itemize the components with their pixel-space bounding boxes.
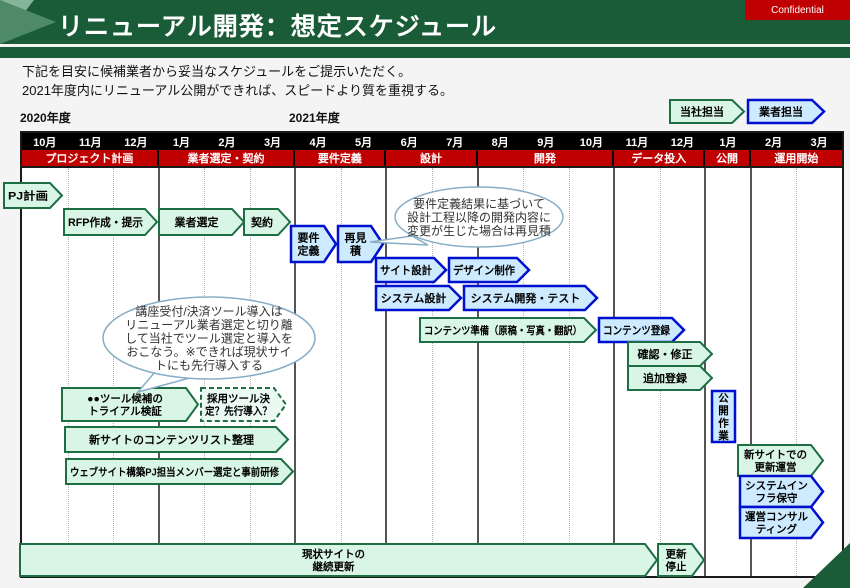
month-gridline (204, 168, 206, 576)
month-cell: 1月 (719, 136, 737, 149)
month-gridline (523, 168, 525, 576)
month-cell: 11月 (625, 136, 649, 149)
phase-cell: 開発 (478, 150, 615, 166)
phase-boundary-line (749, 168, 752, 576)
intro-line-2: 2021年度内にリニューアル公開ができれば、スピードより質を重視する。 (22, 83, 454, 98)
confidential-badge: Confidential (745, 0, 850, 20)
intro-line-1: 下記を目安に候補業者から妥当なスケジュールをご提示いただく。 (22, 64, 412, 79)
phase-cell: プロジェクト計画 (22, 150, 159, 166)
month-cell: 3月 (810, 136, 828, 149)
svg-text:業者担当: 業者担当 (758, 104, 803, 118)
month-gridline (67, 168, 69, 576)
legend-company-arrow: 当社担当 (669, 99, 746, 124)
fiscal-year-2020: 2020年度 (20, 111, 71, 125)
month-cell: 6月 (400, 136, 418, 149)
svg-text:当社担当: 当社担当 (680, 104, 724, 118)
phase-cell: データ投入 (614, 150, 706, 166)
month-cell: 8月 (491, 136, 509, 149)
month-gridline (113, 168, 115, 576)
month-cell: 9月 (537, 136, 555, 149)
month-cell: 10月 (33, 136, 57, 149)
phase-boundary-line (294, 168, 297, 576)
month-cell: 2月 (764, 136, 783, 149)
month-gridline (659, 168, 661, 576)
page-title: リニューアル開発：想定スケジュール (58, 13, 498, 41)
phase-boundary-line (476, 168, 479, 576)
phase-cell: 設計 (386, 150, 478, 166)
phase-boundary-line (385, 168, 388, 576)
month-cell: 1月 (172, 136, 190, 149)
legend-vendor-arrow: 業者担当 (746, 98, 826, 125)
month-cell: 7月 (446, 136, 464, 149)
month-cell: 12月 (670, 136, 695, 149)
month-cell: 11月 (79, 136, 102, 149)
header-bar (0, 0, 850, 44)
month-cell: 2月 (218, 136, 236, 149)
phase-cell: 運用開始 (774, 153, 819, 165)
month-gridline (568, 168, 570, 576)
month-gridline (249, 168, 251, 576)
month-cell: 4月 (309, 136, 327, 149)
month-gridline (796, 168, 798, 576)
intro-text: 下記を目安に候補業者から妥当なスケジュールをご提示いただく。 2021年度内にリ… (22, 62, 453, 100)
gantt-chart-frame: 10月 11月 12月 1月 2月 3月 4月 5月 6月 7月 8月 9月 10月 11月 12月 1月 2月… (20, 131, 844, 578)
phase-boundary-line (704, 168, 707, 576)
header-underline-strip (0, 47, 850, 58)
phase-boundary-line (157, 168, 160, 576)
month-cell: 12月 (124, 136, 148, 149)
phase-boundary-line (613, 168, 616, 576)
phase-cell: 要件定義 (295, 150, 387, 166)
phase-cell: 業者選定・契約 (159, 150, 296, 166)
phase-cell: 公開 (705, 150, 751, 166)
month-gridline (340, 168, 342, 576)
fiscal-year-2021: 2021年度 (289, 111, 340, 125)
phase-row: プロジェクト計画業者選定・契約要件定義設計開発データ投入公開 運用開始 (22, 150, 842, 168)
month-row: 10月 11月 12月 1月 2月 3月 4月 5月 6月 7月 8月 9月 10月 11月 12月 1月 2月… (22, 133, 842, 150)
month-cell: 5月 (355, 136, 373, 149)
month-cell: 3月 (263, 136, 282, 149)
month-gridline (432, 168, 433, 576)
month-cell: 10月 (579, 136, 603, 149)
